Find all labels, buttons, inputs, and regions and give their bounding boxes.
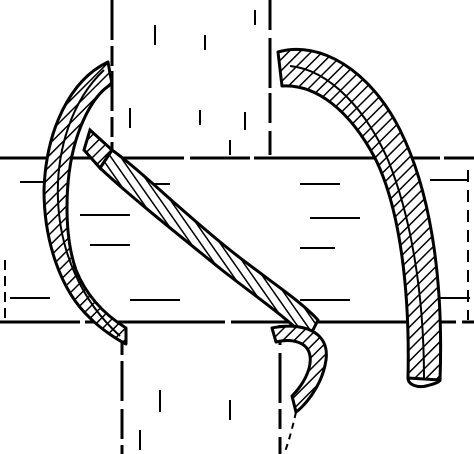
rope-diagonal — [82, 127, 320, 342]
rope-right-standing — [276, 47, 443, 389]
rope-left-loop — [42, 60, 128, 346]
rope-lower-end — [270, 324, 328, 454]
upper-post — [110, 0, 272, 155]
lower-post — [120, 325, 282, 454]
cross-beam — [0, 156, 474, 324]
